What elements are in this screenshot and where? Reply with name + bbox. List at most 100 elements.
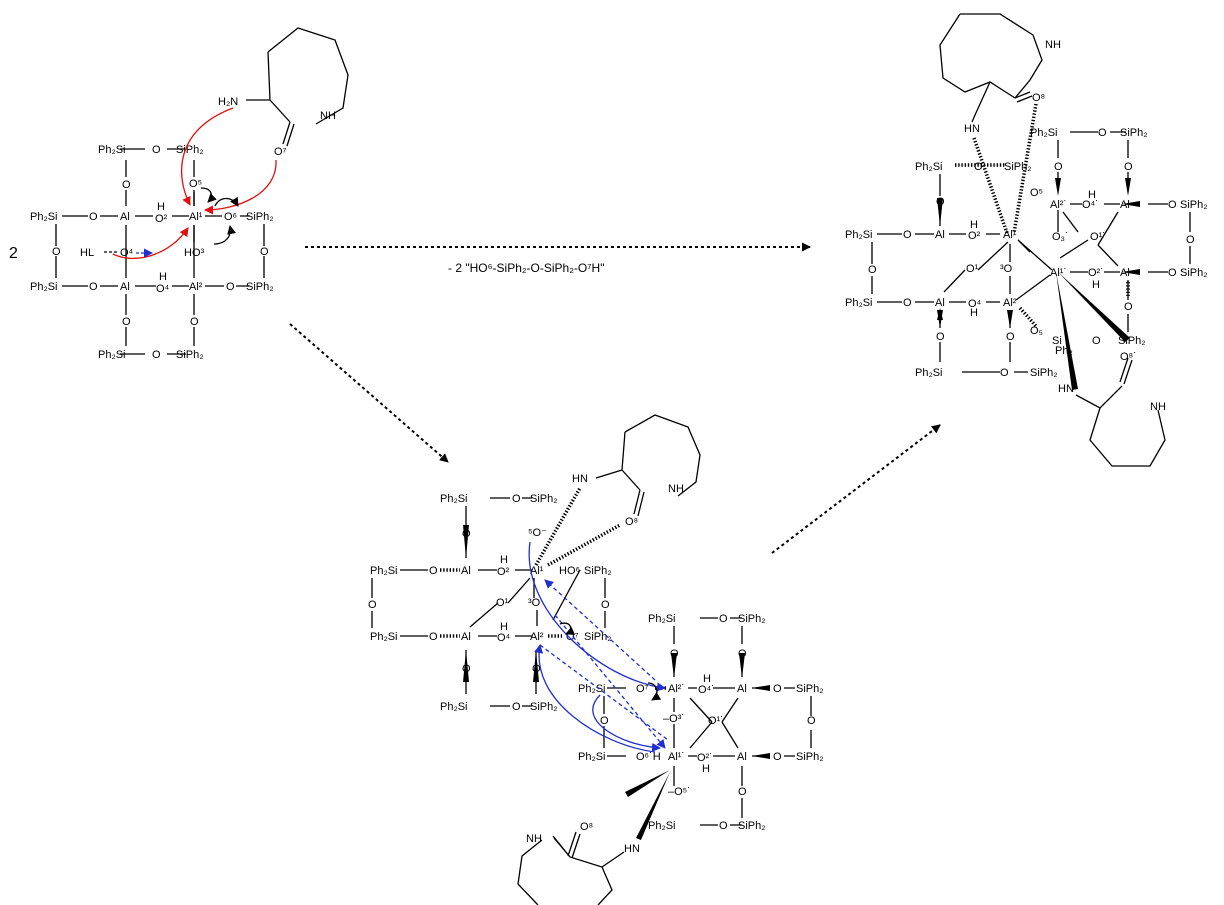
bond-line [1125,178,1131,196]
atom-label: Ph₂Si [845,297,873,309]
atom-label: NH [1150,401,1166,413]
bond-line [539,644,669,741]
atom-label: –O⁵˙ [668,786,691,798]
atom-label: Al² [189,281,203,293]
atom-label: HN [964,123,980,135]
atom-label: Al [461,565,471,577]
atom-label: O [600,715,609,727]
atom-label: O [773,683,782,695]
atom-label: H [500,554,508,566]
bond-line [463,525,469,558]
atom-label: O⁴ [120,247,134,259]
atom-label: H [500,621,508,633]
atom-label: H [157,201,165,213]
atom-label: Ph₂Si [845,229,873,241]
atom-label: O₃˙ [1052,231,1069,243]
atom-label: O⁸˙ [1120,351,1137,363]
bond-line [739,653,745,678]
bond-line [595,414,701,497]
atom-label: ⁵O⁻ [528,527,547,539]
bond-line [647,682,662,701]
bond-line [214,196,239,207]
bond-line [1055,178,1061,196]
atom-label: O⁴ [497,632,511,644]
atom-label: O [226,281,235,293]
bond-line [1017,239,1053,271]
bond-line [1015,274,1051,301]
bond-line [204,159,277,215]
bond-line [246,27,349,125]
atom-label: O [807,715,816,727]
atom-label: O [738,786,747,798]
atom-label: O [719,820,728,832]
atom-label: SiPh₂ [1030,367,1058,379]
intermediate-complex: Ph₂Si O SiPh₂ O ⁵O⁻ Ph₂Si O Al H O² Al¹ … [368,414,824,905]
atom-label: Al²˙ [668,683,685,695]
bond-line [972,137,1009,234]
atom-label: Ph₂Si [98,144,126,156]
atom-label: SiPh₂ [1118,335,1146,347]
atom-label: O [260,246,269,258]
bond-line [689,697,739,749]
bond-line [939,13,1043,123]
atom-label: O [462,528,471,540]
atom-label: Al [737,683,747,695]
atom-label: Ph₂Si [915,161,943,173]
atom-label: O [1168,199,1177,211]
atom-label: Al¹˙ [668,751,685,763]
bond-line [1058,272,1130,342]
atom-label: O⁴ [968,298,982,310]
bond-line [371,569,428,637]
atom-label: Ph₂Si [30,281,58,293]
atom-label: SiPh₂ [530,493,558,505]
atom-label: O⁸ [1032,92,1045,104]
atom-label: Al [1120,267,1130,279]
atom-label: O [974,161,983,173]
atom-label: O⁴ [156,283,170,295]
atom-label: O [368,599,377,611]
atom-label: Al² [530,631,544,643]
atom-label: O [738,648,747,660]
atom-label: SiPh₂ [246,211,274,223]
atom-label: SiPh₂ [584,565,612,577]
atom-label: O²˙ [697,752,713,764]
atom-label: H [159,271,167,283]
coefficient: 2 [9,245,18,262]
atom-label: Ph₂Si [578,751,606,763]
atom-label: Ph₂Si [1030,127,1058,139]
atom-label: O⁴˙ [698,684,715,696]
atom-label: Ph₂Si [30,211,58,223]
atom-label: O [462,663,471,675]
bond-line [213,225,236,245]
atom-label: O [512,701,521,713]
atom-label: SiPh₂ [738,613,766,625]
bond-line [180,107,234,206]
atom-label: Ph₂Si [370,565,398,577]
atom-label: O [936,331,945,343]
atom-label: O¹˙ [1090,231,1106,243]
atom-label: O¹ [496,597,509,609]
bond-line [567,831,581,859]
bond-line [1056,272,1078,390]
atom-label: –O³˙ [663,713,685,725]
atom-label: O⁵ [189,178,202,190]
atom-label: O⁶˙H [636,751,661,763]
bond-line [1075,385,1166,467]
bond-line [1007,310,1013,328]
atom-label: Ph₂Si [370,631,398,643]
bond-line [1059,211,1119,259]
atom-label: NH [1045,39,1061,51]
atom-label: Al¹ [1003,229,1017,241]
atom-label: O [89,211,98,223]
atom-label: O [429,565,438,577]
atom-label: H [1092,279,1100,291]
atom-label: NH [526,833,542,845]
atom-label: O [601,599,610,611]
atom-label: Ph₂Si [915,367,943,379]
atom-label: Ph₂Si [578,683,606,695]
bond-line [1122,201,1140,207]
atom-label: O [190,316,199,328]
step1-arrow [289,323,449,463]
bond-line [1122,269,1140,275]
atom-label: O [773,751,782,763]
